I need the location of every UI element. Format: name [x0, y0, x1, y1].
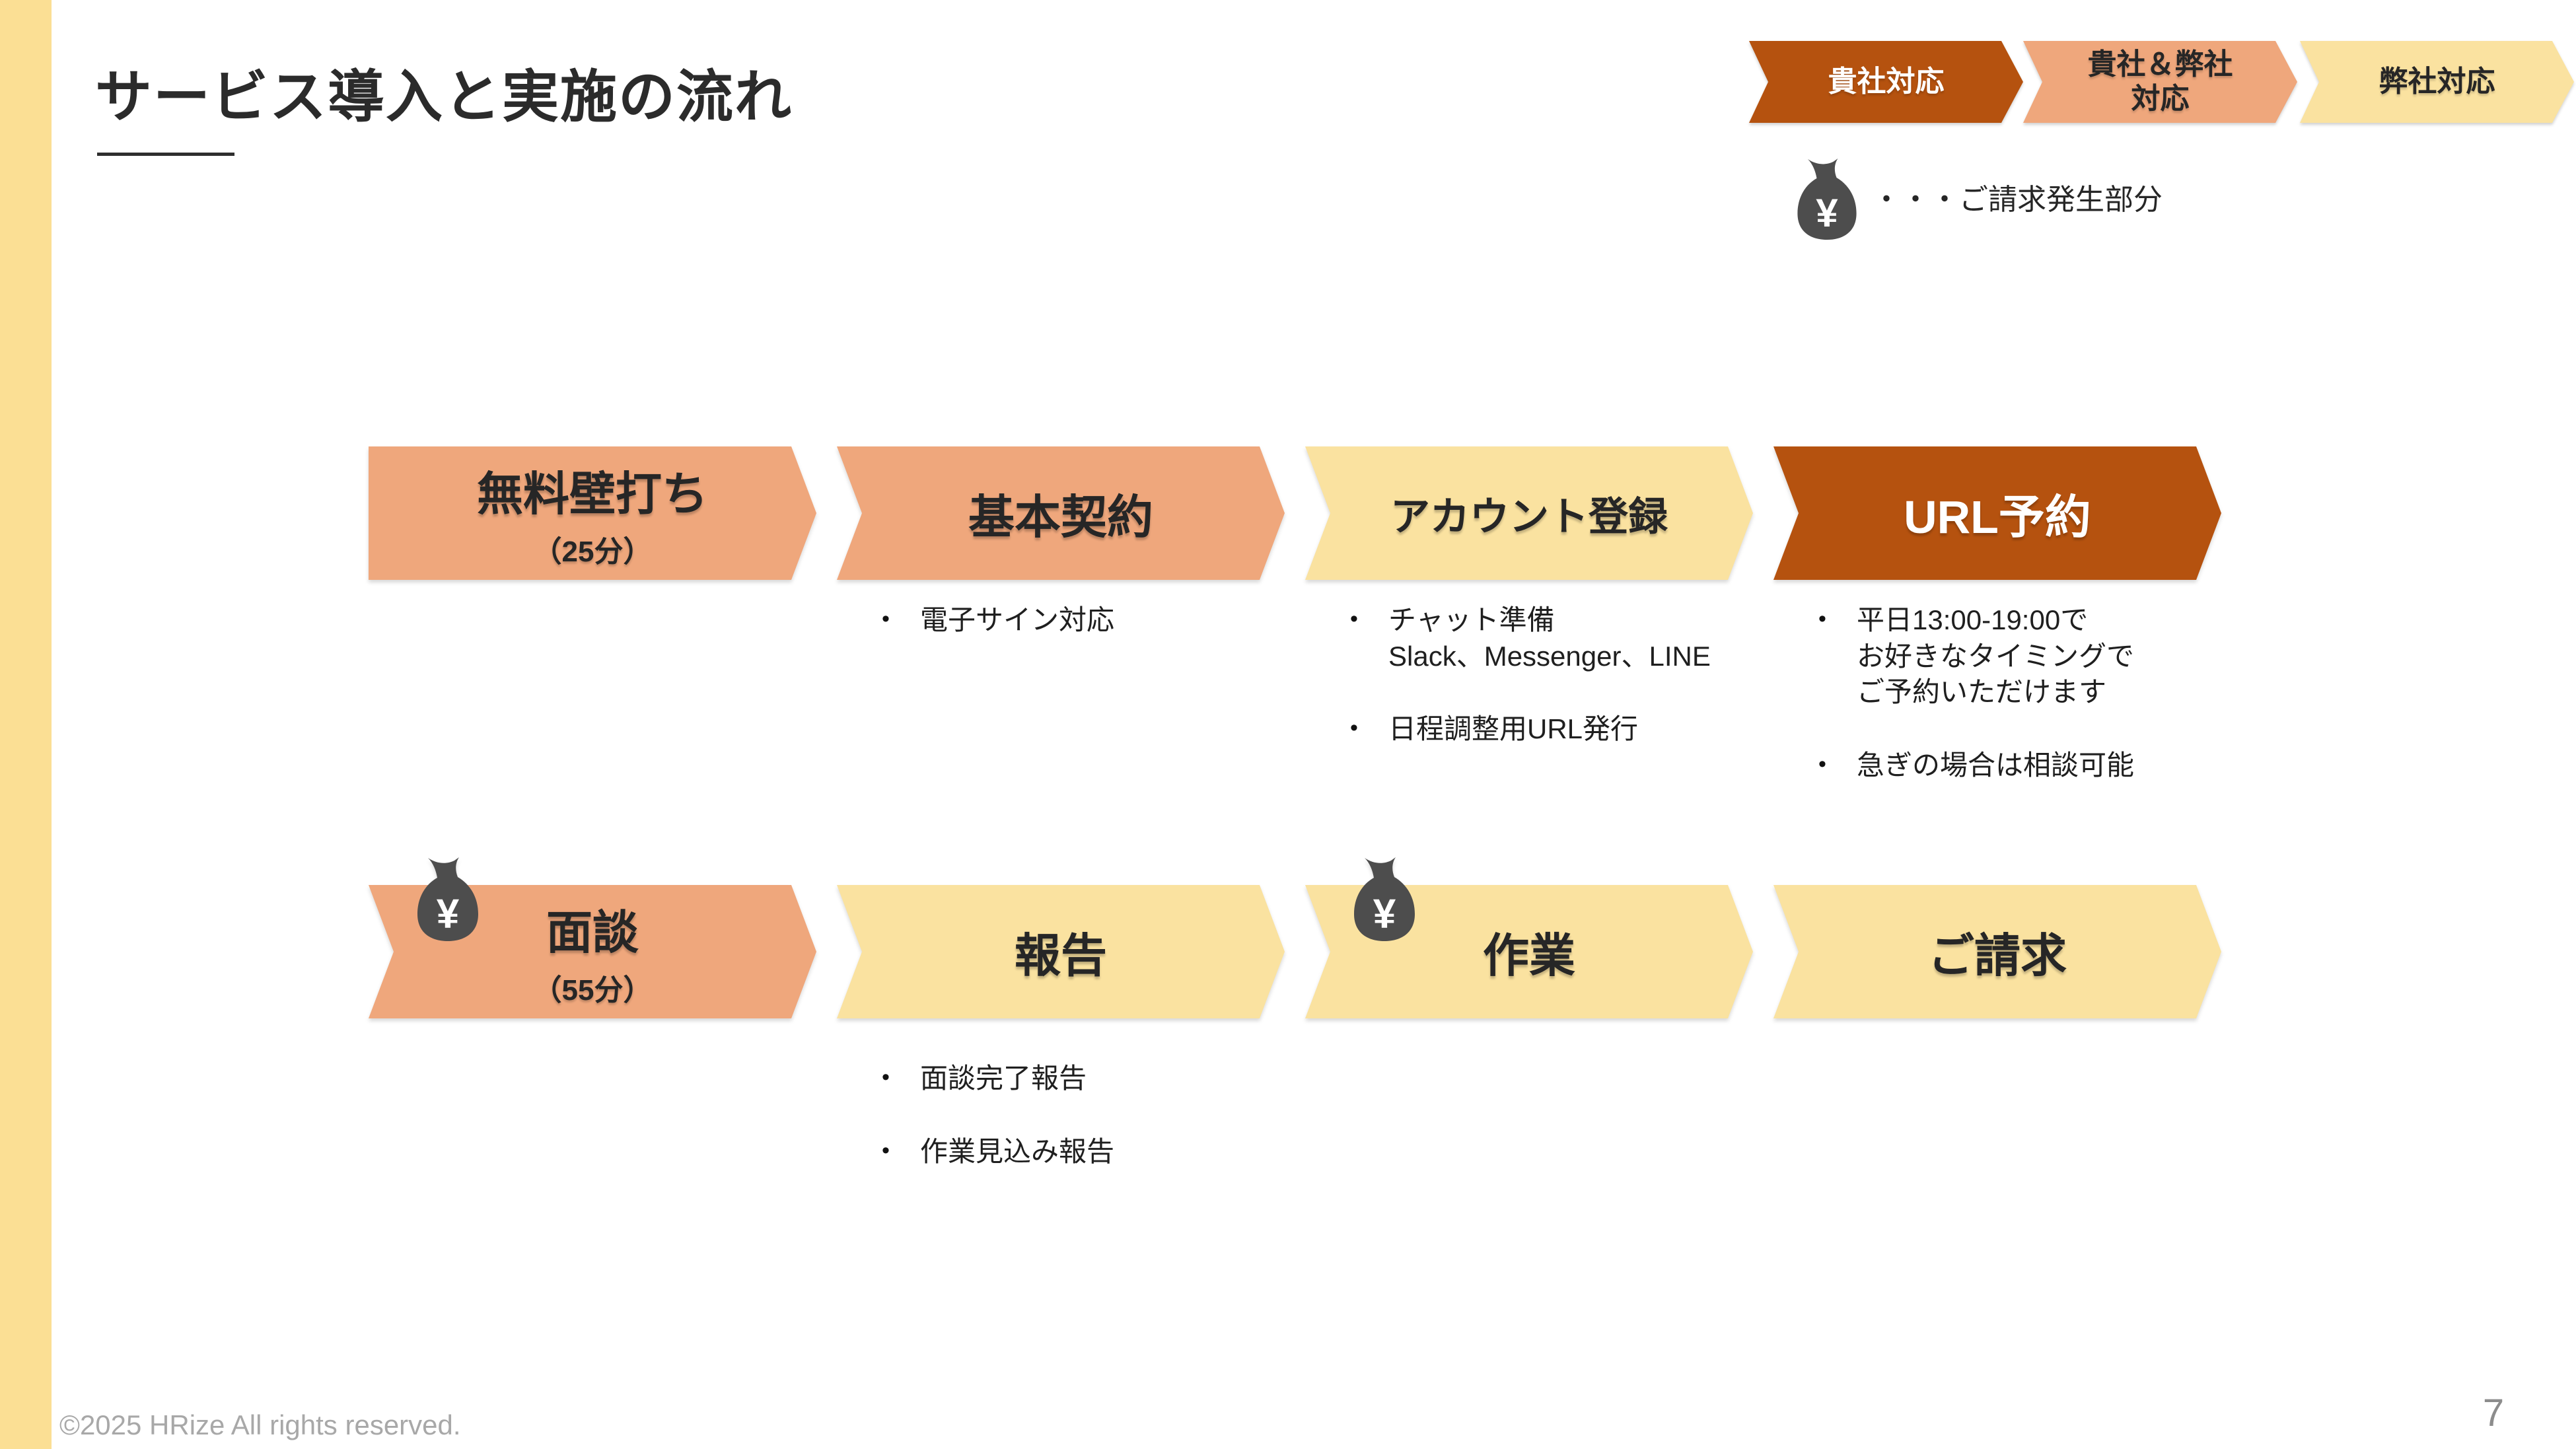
- bullet-text: 平日13:00-19:00でお好きなタイミングでご予約いただけます: [1857, 604, 2135, 708]
- yen-icon: ¥: [437, 891, 460, 937]
- bullet-text: 面談完了報告: [920, 1063, 1087, 1094]
- step-label: URL予約: [1904, 491, 2091, 543]
- legend-chevron-shape: 貴社対応: [1749, 41, 2023, 123]
- step-arrow-shape: 作業: [1305, 885, 1753, 1018]
- title-underline: [97, 153, 234, 156]
- step-arrow-shape: 報告: [837, 885, 1285, 1018]
- flow-step: 作業 ¥: [1305, 857, 1753, 1018]
- step-label: 基本契約: [968, 491, 1153, 543]
- bullet-item: • 日程調整用URL発行: [1350, 711, 1786, 748]
- bullet-item: • 面談完了報告: [882, 1061, 1318, 1097]
- bullet-item: • 作業見込み報告: [882, 1134, 1318, 1170]
- page-title: サービス導入と実施の流れ: [95, 65, 793, 129]
- step-duration: （25分）: [532, 535, 653, 568]
- money-bag-icon: ¥: [1354, 857, 1415, 941]
- legend-item-label: 弊社対応: [2379, 65, 2495, 98]
- yen-icon: ¥: [1816, 191, 1838, 235]
- legend-item-label: 貴社対応: [1828, 65, 1945, 98]
- bullet-text: 作業見込み報告: [920, 1135, 1115, 1167]
- bullet-text: 日程調整用URL発行: [1388, 713, 1639, 745]
- legend-item-label: 貴社＆弊社対応: [2087, 48, 2233, 115]
- billing-note: ・・・ご請求発生部分: [1872, 183, 2163, 216]
- money-bag-icon: ¥: [415, 855, 481, 943]
- bullet-marker: •: [882, 606, 890, 631]
- flow-step: 面談 （55分） ¥: [369, 857, 816, 1018]
- page-number: 7: [2482, 1392, 2505, 1434]
- bullet-item: • 平日13:00-19:00でお好きなタイミングでご予約いただけます: [1818, 602, 2254, 711]
- bullet-text: 急ぎの場合は相談可能: [1857, 749, 2135, 781]
- legend-chevron-shape: 弊社対応: [2300, 41, 2574, 123]
- yen-icon: ¥: [1373, 891, 1396, 937]
- step-label: アカウント登録: [1390, 494, 1668, 539]
- flow-step: アカウント登録: [1305, 446, 1753, 580]
- step-arrow-shape: 基本契約: [837, 446, 1285, 580]
- flow-step: 基本契約: [837, 446, 1285, 580]
- flow-step: 報告: [837, 885, 1285, 1018]
- legend-item-company: 弊社対応: [2300, 41, 2574, 123]
- flow-step: URL予約: [1773, 446, 2221, 580]
- money-bag-icon: ¥: [417, 857, 478, 941]
- bullet-marker: •: [1818, 751, 1826, 777]
- step-label: ご請求: [1928, 929, 2067, 981]
- step-label: 報告: [1015, 929, 1107, 981]
- bullet-item: • 電子サイン対応: [882, 602, 1318, 639]
- step-arrow-shape: アカウント登録: [1305, 446, 1753, 580]
- legend-chevron-shape: 貴社＆弊社対応: [2023, 41, 2297, 123]
- bullet-text: 電子サイン対応: [920, 604, 1115, 635]
- step-bullets: • 平日13:00-19:00でお好きなタイミングでご予約いただけます • 急ぎの場合…: [1818, 602, 2254, 820]
- step-arrow-shape: URL予約: [1773, 446, 2221, 580]
- money-bag-icon: ¥: [1351, 855, 1417, 943]
- bullet-marker: •: [1818, 606, 1826, 631]
- step-label: 面談: [546, 906, 639, 958]
- money-bag-icon: ¥: [1794, 157, 1860, 244]
- bullet-marker: •: [882, 1137, 890, 1163]
- footer-copyright: ©2025 HRize All rights reserved.: [59, 1409, 461, 1440]
- bullet-marker: •: [1350, 715, 1358, 741]
- step-arrow-shape: 無料壁打ち （25分）: [369, 446, 816, 580]
- legend-item-client: 貴社対応: [1749, 41, 2023, 123]
- step-bullets: • 面談完了報告 • 作業見込み報告: [882, 1061, 1318, 1207]
- step-arrow-shape: ご請求: [1773, 885, 2221, 1018]
- step-label: 作業: [1483, 929, 1575, 981]
- step-label: 無料壁打ち: [477, 468, 708, 520]
- bullet-marker: •: [1350, 606, 1358, 631]
- bullet-item: • 急ぎの場合は相談可能: [1818, 748, 2254, 784]
- flow-step: 無料壁打ち （25分）: [369, 446, 816, 580]
- side-strip: [0, 0, 52, 1449]
- money-bag-icon: ¥: [1797, 158, 1857, 240]
- step-bullets: • 電子サイン対応: [882, 602, 1318, 676]
- legend-item-both: 貴社＆弊社対応: [2023, 41, 2297, 123]
- flow-step: ご請求: [1773, 885, 2221, 1018]
- step-duration: （55分）: [532, 973, 653, 1007]
- billing-legend: ¥ ・・・ご請求発生部分: [1794, 157, 2163, 244]
- bullet-marker: •: [882, 1065, 890, 1090]
